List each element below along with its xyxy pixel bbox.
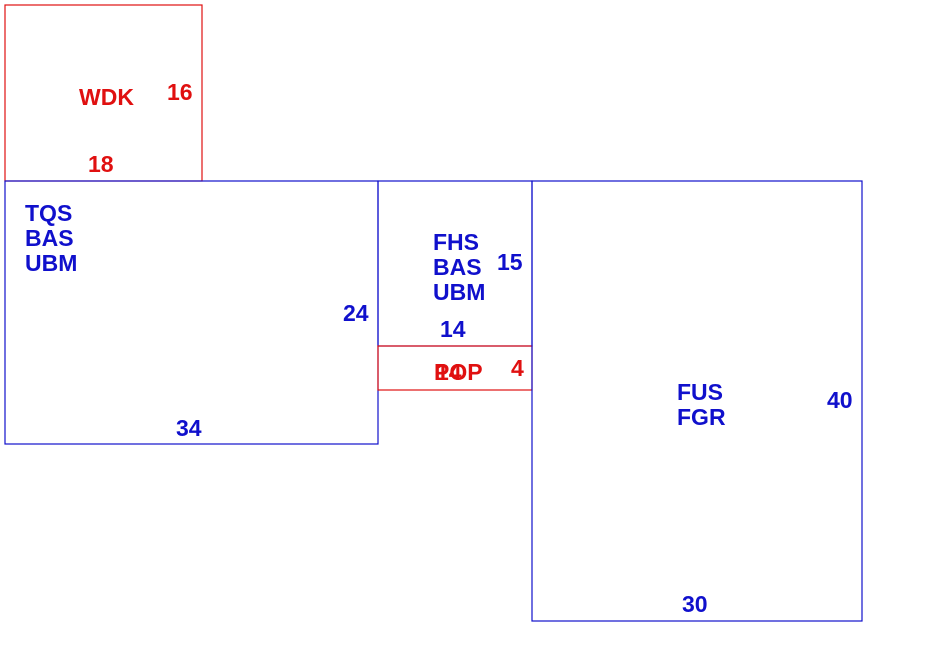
fhs-side-dimension: 15 — [497, 249, 523, 275]
fus-area-code-2: FGR — [677, 404, 726, 430]
fhs-bottom-dimension: 14 — [440, 316, 466, 342]
fhs-area-code-3: UBM — [433, 279, 485, 305]
fus-side-dimension: 40 — [827, 387, 853, 413]
tqs-side-dimension: 24 — [343, 300, 369, 326]
tqs-area-code-2: BAS — [25, 225, 74, 251]
fus-bottom-dimension: 30 — [682, 591, 708, 617]
porch-area-code: POP — [434, 359, 483, 385]
tqs-area-code-3: UBM — [25, 250, 77, 276]
fus-area-code-1: FUS — [677, 379, 723, 405]
tqs-area-code-1: TQS — [25, 200, 72, 226]
wdk-side-dimension: 16 — [167, 79, 193, 105]
wdk-bottom-dimension: 18 — [88, 151, 114, 177]
fhs-area-code-1: FHS — [433, 229, 479, 255]
wdk-area-code: WDK — [79, 84, 134, 110]
fus-area-outline — [531, 180, 863, 622]
fhs-area-code-2: BAS — [433, 254, 482, 280]
porch-side-dimension: 4 — [511, 355, 524, 381]
tqs-bottom-dimension: 34 — [176, 415, 202, 441]
porch-overlap-dimension: 14 — [436, 359, 462, 385]
